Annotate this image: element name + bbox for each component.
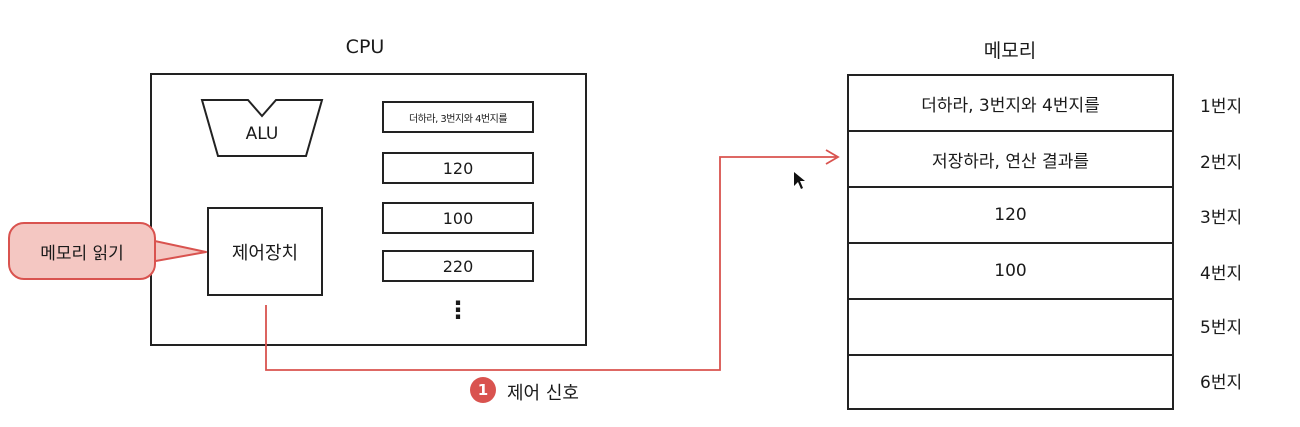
register-1: 더하라, 3번지와 4번지를 — [382, 101, 534, 133]
callout-text: 메모리 읽기 — [40, 243, 124, 264]
address-label-3: 3번지 — [1200, 208, 1243, 228]
alu-shape — [200, 99, 324, 157]
signal-number-badge: 1 — [470, 377, 496, 403]
memory-read-callout: 메모리 읽기 — [8, 222, 156, 280]
register-4: 220 — [382, 250, 534, 282]
memory-cell-2: 저장하라, 연산 결과를 — [849, 132, 1172, 188]
register-2: 120 — [382, 152, 534, 184]
control-signal-label: 제어 신호 — [507, 383, 579, 404]
address-label-1: 1번지 — [1200, 97, 1243, 117]
control-unit-label: 제어장치 — [231, 242, 299, 264]
mouse-cursor-icon — [794, 172, 805, 189]
memory-title: 메모리 — [983, 40, 1037, 62]
address-label-6: 6번지 — [1200, 373, 1243, 393]
control-unit: 제어장치 — [207, 207, 323, 296]
memory-cell-5 — [849, 300, 1172, 356]
address-label-4: 4번지 — [1200, 264, 1243, 284]
memory-cell-3: 120 — [849, 188, 1172, 244]
memory-cell-1: 더하라, 3번지와 4번지를 — [849, 76, 1172, 132]
address-label-5: 5번지 — [1200, 318, 1243, 338]
address-label-2: 2번지 — [1200, 153, 1243, 173]
cpu-title: CPU — [345, 36, 385, 58]
memory-cell-4: 100 — [849, 244, 1172, 300]
memory-table: 더하라, 3번지와 4번지를 저장하라, 연산 결과를 120 100 — [847, 74, 1174, 410]
more-registers-indicator: ⋮ — [446, 296, 470, 324]
memory-cell-6 — [849, 356, 1172, 412]
register-3: 100 — [382, 202, 534, 234]
alu-label: ALU — [245, 124, 279, 144]
